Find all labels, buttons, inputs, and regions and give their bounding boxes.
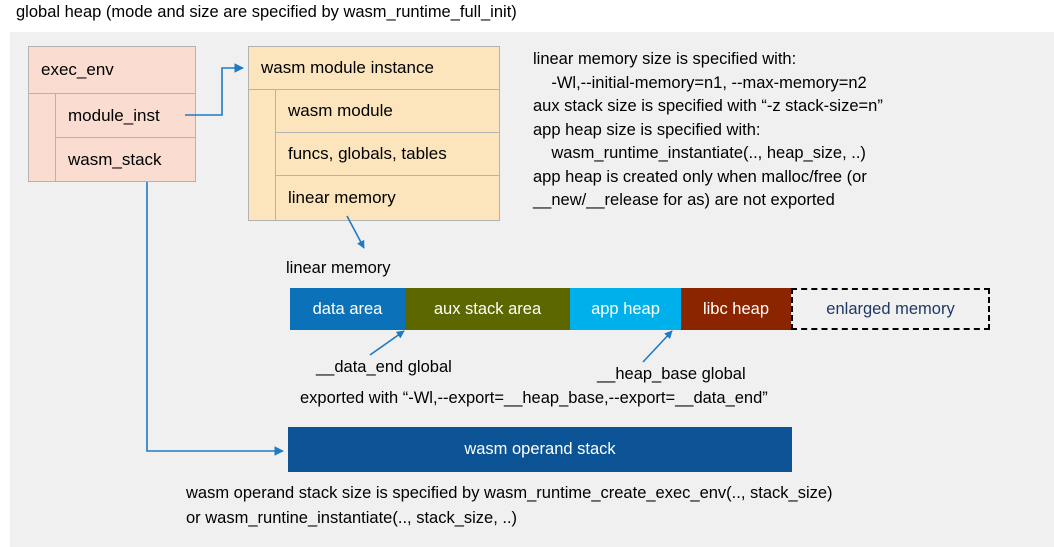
memory-segment-label: app heap	[591, 299, 660, 318]
exec-env-box[interactable]: exec_env	[28, 46, 196, 94]
data-end-annotation: __data_end global	[316, 358, 452, 376]
module-instance-field-funcs-globals-tables[interactable]: funcs, globals, tables	[275, 132, 500, 176]
exec-env-label: exec_env	[41, 60, 114, 79]
module-instance-left-strip	[248, 89, 276, 221]
linear-memory-info-text: linear memory size is specified with: -W…	[533, 50, 883, 209]
memory-segment-libc-heap[interactable]: libc heap	[681, 288, 791, 330]
memory-segment-app-heap[interactable]: app heap	[570, 288, 681, 330]
operand-stack-note: wasm operand stack size is specified by …	[186, 484, 833, 527]
linear-memory-bar: data area aux stack area app heap libc heap…	[290, 288, 990, 330]
exported-globals-annotation: exported with “-Wl,--export=__heap_base,…	[300, 389, 768, 407]
exec-env-left-strip	[28, 93, 56, 182]
memory-segment-data-area[interactable]: data area	[290, 288, 405, 330]
memory-segment-label: enlarged memory	[826, 299, 955, 318]
wasm-stack-label: wasm_stack	[68, 149, 162, 169]
memory-segment-aux-stack-area[interactable]: aux stack area	[405, 288, 570, 330]
module-instance-field-wasm-module[interactable]: wasm module	[275, 89, 500, 133]
wasm-operand-stack-label: wasm operand stack	[464, 440, 616, 458]
memory-segment-label: data area	[312, 299, 383, 318]
linear-memory-field-label: linear memory	[288, 188, 396, 207]
exec-env-field-wasm-stack[interactable]: wasm_stack	[55, 137, 196, 182]
linear-memory-caption: linear memory	[286, 259, 391, 277]
page-title: global heap (mode and size are specified…	[16, 3, 517, 21]
wasm-module-label: wasm module	[288, 101, 393, 120]
funcs-globals-tables-label: funcs, globals, tables	[288, 144, 447, 163]
exec-env-field-module-inst[interactable]: module_inst	[55, 93, 196, 138]
wasm-operand-stack-bar[interactable]: wasm operand stack	[288, 427, 792, 472]
memory-segment-label: aux stack area	[433, 299, 542, 318]
memory-segment-label: libc heap	[702, 299, 770, 318]
module-inst-label: module_inst	[68, 105, 160, 125]
module-instance-label: wasm module instance	[261, 58, 434, 77]
memory-segment-enlarged-memory[interactable]: enlarged memory	[791, 288, 990, 330]
heap-base-annotation: __heap_base global	[597, 365, 746, 383]
wasm-module-instance-box[interactable]: wasm module instance	[248, 46, 500, 90]
module-instance-field-linear-memory[interactable]: linear memory	[275, 175, 500, 221]
